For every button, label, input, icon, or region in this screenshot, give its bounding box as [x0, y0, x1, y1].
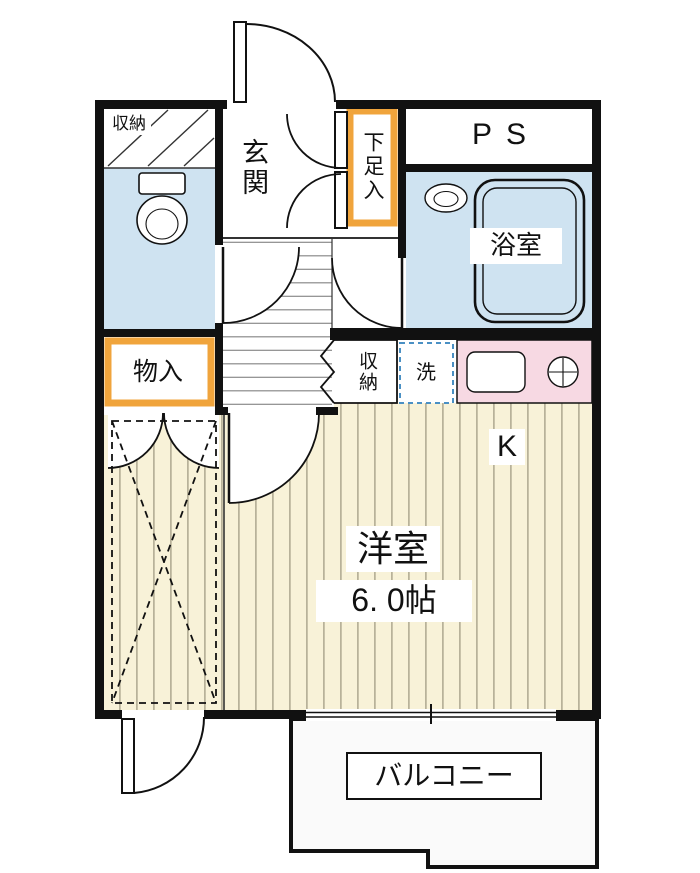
- closet-box: [104, 337, 215, 407]
- hatch-line: [183, 137, 215, 167]
- kitchen-floor: [334, 403, 592, 415]
- label-pipe-space: PS: [471, 118, 541, 152]
- bath-sink-icon: [424, 183, 468, 213]
- storage-boxes: [104, 107, 454, 407]
- label-kitchen: K: [489, 429, 525, 465]
- toilet-icon: [136, 172, 188, 245]
- folding-door-icon: [319, 339, 336, 404]
- bathroom-door: [331, 257, 404, 329]
- label-entrance: 玄関: [238, 138, 269, 198]
- shoe-cabinet-box: [346, 107, 398, 227]
- label-shoe-cabinet: 下足入: [361, 131, 385, 203]
- main-room-door: [227, 412, 320, 504]
- closet-double-doors: [107, 412, 220, 469]
- kitchen-counter: [456, 339, 593, 404]
- hatch-line: [107, 109, 169, 167]
- entrance-door: [233, 21, 336, 103]
- washer-space-box: [399, 342, 454, 404]
- balcony-window: [306, 704, 556, 724]
- doors: [107, 21, 404, 794]
- label-main-room: 洋室: [346, 526, 440, 572]
- pipe-space-area: [406, 109, 592, 164]
- shoe-cabinet-doors: [286, 111, 348, 229]
- label-main-room-size: 6. 0帖: [316, 580, 472, 622]
- label-storage-mid: 収納: [355, 351, 377, 393]
- label-balcony: バルコニー: [346, 752, 542, 800]
- fixtures: [136, 172, 593, 404]
- label-storage-top: 収納: [107, 113, 151, 135]
- label-washer: 洗: [416, 361, 436, 384]
- kitchen-sink-icon: [466, 351, 526, 393]
- stove-icon: [547, 356, 579, 388]
- toilet-room-floor: [104, 168, 215, 329]
- hatch-line: [147, 109, 209, 167]
- toilet-door: [221, 246, 300, 324]
- thin-lines: [104, 109, 398, 710]
- walls: [95, 100, 601, 719]
- label-bathroom: 浴室: [470, 228, 562, 264]
- label-closet: 物入: [132, 357, 183, 386]
- alcove-exterior-door: [121, 716, 206, 794]
- door-pies: [108, 247, 402, 503]
